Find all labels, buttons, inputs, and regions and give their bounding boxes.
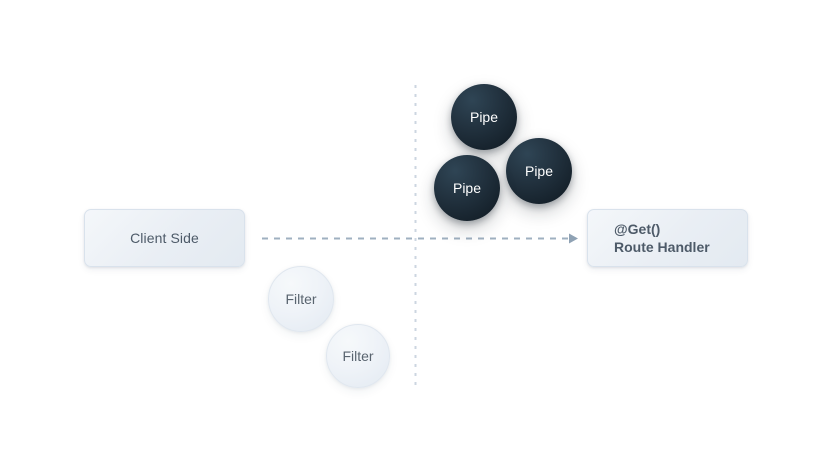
route-handler-box: @Get() Route Handler bbox=[587, 209, 748, 267]
filter-circle: Filter bbox=[268, 266, 334, 332]
pipe-label: Pipe bbox=[524, 163, 554, 179]
filter-label: Filter bbox=[285, 291, 317, 307]
filter-label: Filter bbox=[342, 348, 374, 364]
filter-circle: Filter bbox=[326, 324, 390, 388]
client-side-label: Client Side bbox=[130, 230, 199, 246]
pipe-circle: Pipe bbox=[506, 138, 572, 204]
pipe-circle: Pipe bbox=[434, 155, 500, 221]
pipe-label: Pipe bbox=[452, 180, 482, 196]
client-side-box: Client Side bbox=[84, 209, 245, 267]
route-handler-text: @Get() Route Handler bbox=[614, 220, 710, 257]
route-handler-title-label: Route Handler bbox=[614, 239, 710, 255]
route-handler-decorator-label: @Get() bbox=[614, 220, 661, 237]
pipe-circle: Pipe bbox=[451, 84, 517, 150]
pipe-label: Pipe bbox=[469, 109, 499, 125]
request-flow-arrowhead bbox=[569, 233, 578, 244]
